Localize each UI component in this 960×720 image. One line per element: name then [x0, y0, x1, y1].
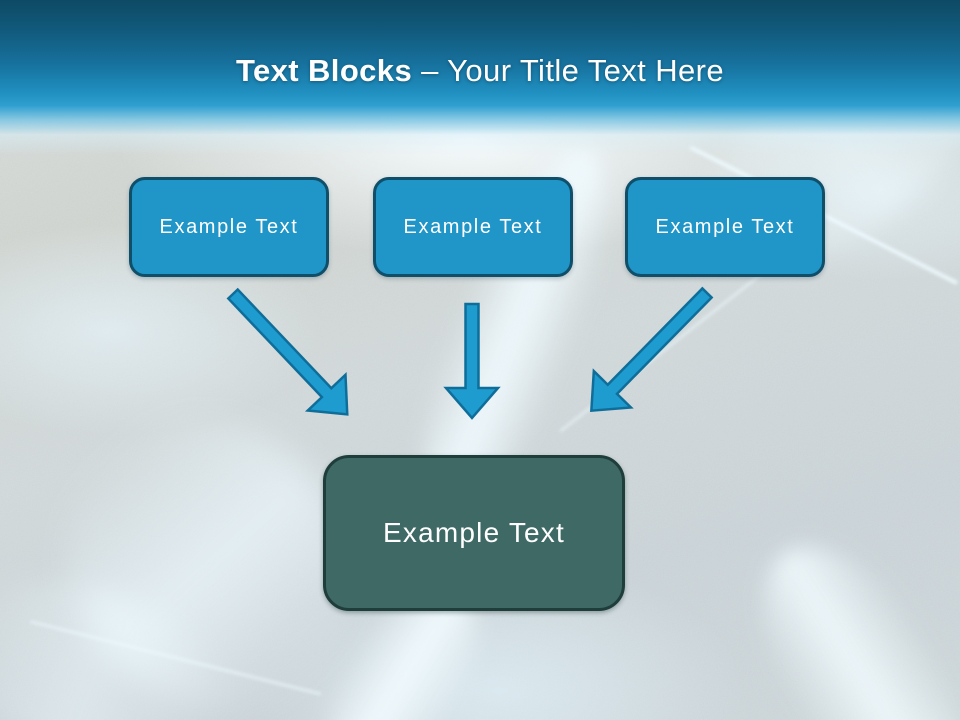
text-block-3-label: Example Text: [655, 215, 795, 238]
summary-text-block-label: Example Text: [383, 517, 565, 548]
text-block-1[interactable]: Example Text: [129, 177, 329, 277]
summary-text-block[interactable]: Example Text: [323, 455, 625, 611]
ice-streak: [721, 513, 960, 720]
text-block-3[interactable]: Example Text: [625, 177, 825, 277]
slide-title-rest: – Your Title Text Here: [421, 53, 725, 88]
slide-title: Text Blocks– Your Title Text Here: [0, 53, 960, 89]
text-block-2-label: Example Text: [403, 215, 543, 238]
text-block-1-label: Example Text: [159, 215, 299, 238]
text-block-2[interactable]: Example Text: [373, 177, 573, 277]
slide-title-bold: Text Blocks: [235, 53, 413, 88]
